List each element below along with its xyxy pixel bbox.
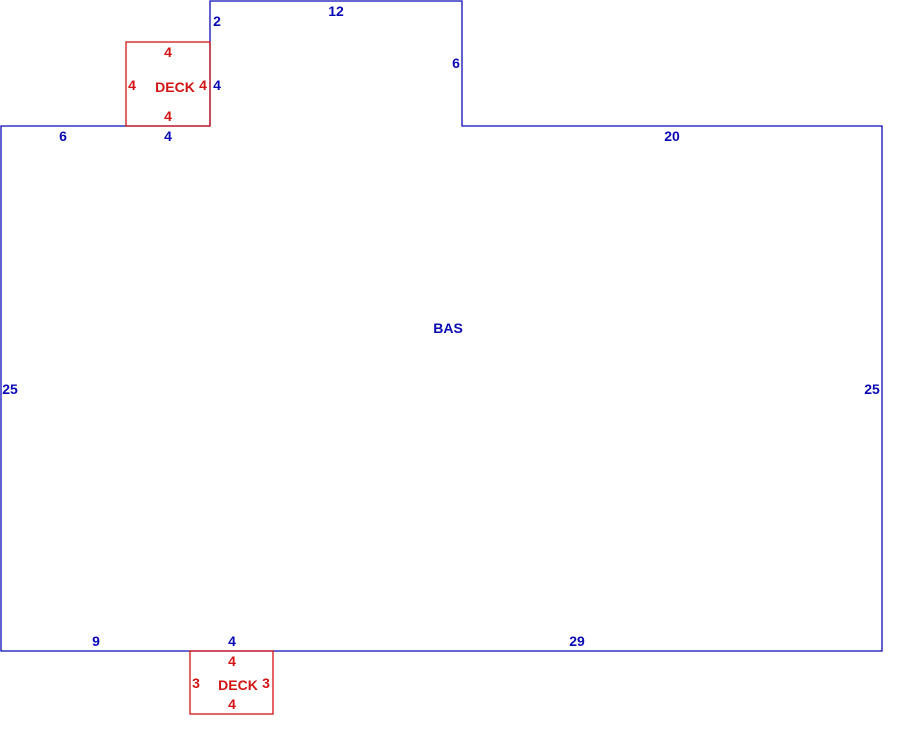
dim-bump-right: 6 [452, 55, 460, 71]
dim-bump-left-4: 4 [213, 77, 221, 93]
dim-bottom-9: 9 [92, 633, 100, 649]
dim-left: 25 [2, 381, 18, 397]
deck-top-dim-top: 4 [164, 44, 172, 60]
deck-bottom-dim-left: 3 [192, 675, 200, 691]
dim-bottom-4: 4 [228, 633, 236, 649]
dim-bump-left-2: 2 [213, 13, 221, 29]
main-area-label: BAS [433, 320, 463, 336]
deck-bottom-dim-top: 4 [228, 653, 236, 669]
deck-bottom-outline [189, 650, 274, 715]
dim-bottom-29: 29 [569, 633, 585, 649]
deck-top-dim-bottom: 4 [164, 108, 172, 124]
dim-top-right: 20 [664, 128, 680, 144]
deck-bottom-dim-right: 3 [262, 675, 270, 691]
deck-top-dim-right: 4 [199, 77, 207, 93]
dim-bump-top: 12 [328, 3, 344, 19]
dim-top-left-6: 6 [59, 128, 67, 144]
deck-top-outline [125, 41, 211, 127]
dim-right: 25 [864, 381, 880, 397]
deck-top-label: DECK [155, 79, 195, 95]
dim-top-left-4: 4 [164, 128, 172, 144]
deck-top-dim-left: 4 [128, 77, 136, 93]
deck-bottom-dim-bottom: 4 [228, 696, 236, 712]
deck-bottom-label: DECK [218, 677, 258, 693]
